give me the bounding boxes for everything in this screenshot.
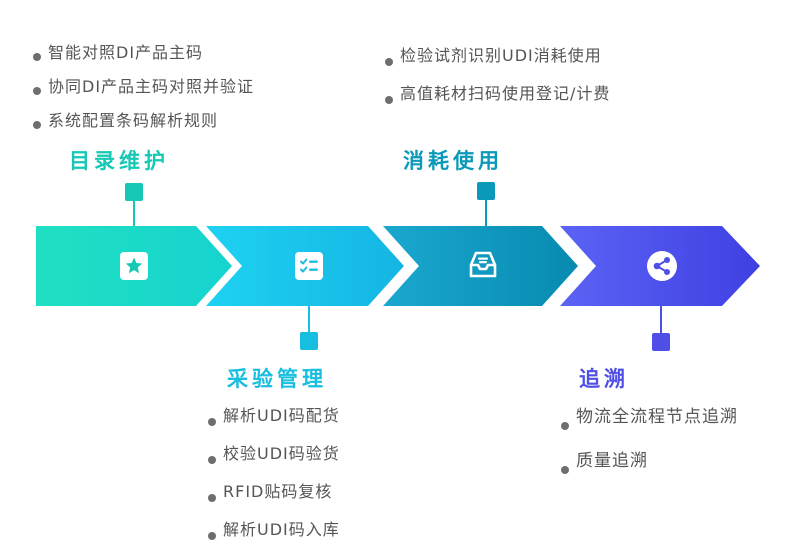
bullet-item: 质量追溯 [561, 448, 738, 492]
bullet-item: 解析UDI码入库 [208, 517, 340, 555]
stage-title-4: 追溯 [579, 367, 629, 391]
share-node-icon [647, 251, 677, 281]
bullet-item: 校验UDI码验货 [208, 441, 340, 479]
stage-3-bullet-list: 检验试剂识别UDI消耗使用 高值耗材扫码使用登记/计费 [385, 43, 610, 119]
bullet-item: 系统配置条码解析规则 [33, 108, 254, 142]
connector-line-4 [660, 306, 662, 333]
stage-title-2: 采验管理 [227, 367, 327, 391]
stage-4-bullet-list: 物流全流程节点追溯 质量追溯 [561, 404, 738, 492]
connector-line-2 [308, 306, 310, 332]
stage-arrow-3 [383, 226, 578, 306]
bullet-item: RFID贴码复核 [208, 479, 340, 517]
connector-line-1 [133, 201, 135, 226]
star-badge-icon [120, 252, 148, 280]
connector-line-3 [485, 200, 487, 226]
connector-square-2 [300, 332, 318, 350]
inbox-tray-icon [469, 251, 497, 278]
bullet-item: 协同DI产品主码对照并验证 [33, 74, 254, 108]
connector-square-4 [652, 333, 670, 351]
connector-square-1 [125, 183, 143, 201]
stage-1-bullet-list: 智能对照DI产品主码 协同DI产品主码对照并验证 系统配置条码解析规则 [33, 40, 254, 142]
connector-square-3 [477, 182, 495, 200]
stage-title-3: 消耗使用 [403, 149, 503, 173]
bullet-item: 智能对照DI产品主码 [33, 40, 254, 74]
bullet-item: 解析UDI码配货 [208, 403, 340, 441]
bullet-item: 高值耗材扫码使用登记/计费 [385, 81, 610, 119]
bullet-item: 物流全流程节点追溯 [561, 404, 738, 448]
bullet-item: 检验试剂识别UDI消耗使用 [385, 43, 610, 81]
checklist-icon [295, 252, 323, 280]
stage-title-1: 目录维护 [69, 149, 169, 173]
stage-2-bullet-list: 解析UDI码配货 校验UDI码验货 RFID贴码复核 解析UDI码入库 [208, 403, 340, 555]
